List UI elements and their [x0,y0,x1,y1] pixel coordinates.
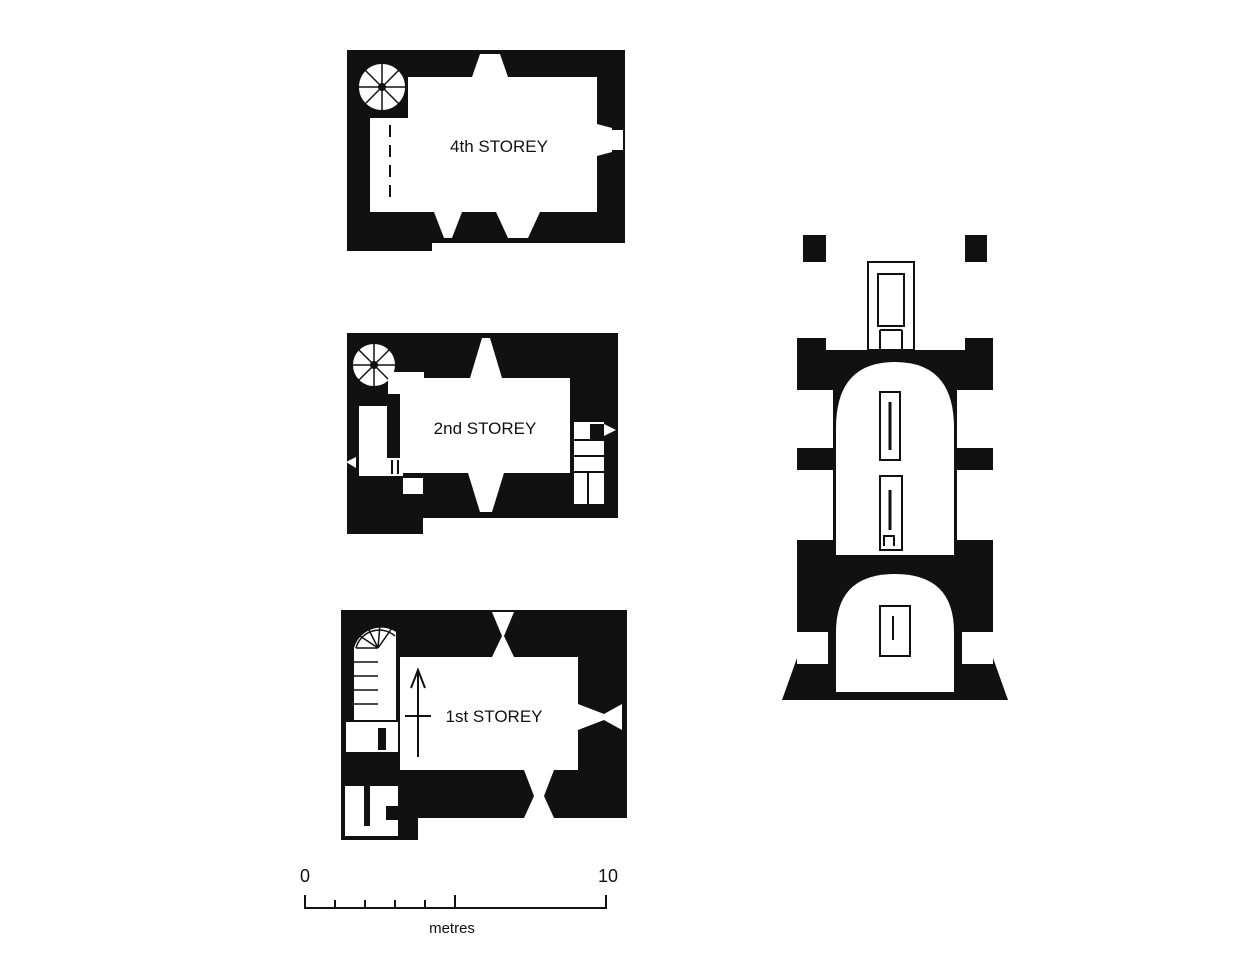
plan-4th-label: 4th STOREY [450,137,548,156]
closet-2nd-left [359,406,387,476]
entrance-1st-step [386,806,398,820]
plan-1st-room [400,657,578,770]
section-top-lintel-left [797,235,803,263]
passage-2nd [388,372,424,394]
passage-1st [346,722,398,752]
closet-2nd-bottom [403,478,423,494]
window-1st-top [492,612,514,657]
scale-start-label: 0 [300,866,310,886]
section-top-door [877,273,905,327]
window-2nd-right [604,424,616,436]
tower-section [782,235,1008,700]
section-top-lintel-right [987,235,993,263]
plan-1st-storey: 1st STOREY [341,610,627,840]
section-middle-opening-right-1 [957,390,993,448]
section-lower-opening-right [962,632,993,664]
window-2nd-top [470,338,502,378]
north-arrow [405,667,431,757]
window-1st-right [578,704,622,730]
stair-2nd-right-top [590,424,604,440]
window-4th-top [472,54,508,77]
passage-1st-pier [378,728,386,750]
section-middle-opening-right-2 [957,470,993,540]
spiral-stair-4th [357,62,407,112]
section-middle-opening-left-1 [797,390,833,448]
window-1st-bottom [524,770,554,818]
scale-bar: 0 10 metres [300,866,618,937]
scale-end-label: 10 [598,866,618,886]
entrance-1st-jamb [364,786,370,826]
spiral-stair-2nd [351,342,397,388]
window-4th-right [597,124,612,156]
window-4th-bottom-1 [434,212,462,238]
plan-2nd-storey: 2nd STOREY [346,333,618,534]
section-top-opening-right [965,262,993,338]
section-lower-opening-left [797,632,828,664]
window-2nd-left [346,457,356,468]
section-middle-opening-left-2 [797,470,833,540]
window-4th-bottom-2 [496,212,540,238]
section-lower-door [879,605,911,657]
window-2nd-bottom [468,473,504,512]
closet-2nd-left-door [385,458,403,476]
section-top-opening-left [797,262,826,338]
window-4th-right-slit [612,130,623,150]
plan-4th-room [370,77,597,212]
plan-1st-label: 1st STOREY [446,707,543,726]
spiral-stair-1st [354,623,396,720]
plan-2nd-room [400,378,570,473]
plan-4th-storey: 4th STOREY [347,50,625,251]
scale-unit-label: metres [429,920,475,937]
plan-2nd-label: 2nd STOREY [434,419,537,438]
